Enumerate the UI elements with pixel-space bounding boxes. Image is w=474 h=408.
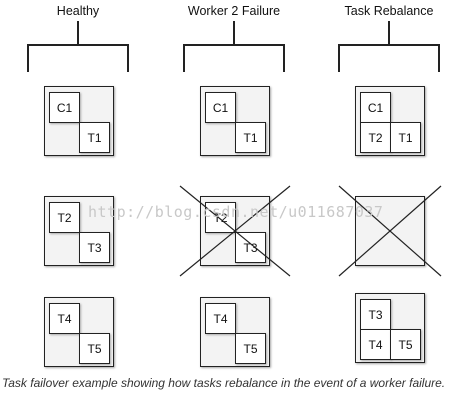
task-box: C1	[205, 92, 236, 123]
task-box: T3	[235, 232, 266, 263]
bracket-task-rebalance	[338, 21, 440, 72]
worker-healthy-2: T2 T3	[44, 196, 114, 266]
bracket-healthy	[27, 21, 129, 72]
task-box: T1	[235, 122, 266, 153]
task-box: T1	[79, 122, 110, 153]
worker-healthy-1: C1 T1	[44, 86, 114, 156]
task-box: T4	[205, 303, 236, 334]
task-box: T3	[79, 232, 110, 263]
task-box: T1	[390, 122, 421, 153]
task-box: C1	[49, 92, 80, 123]
worker-rebalance-3: T3 T4 T5	[355, 293, 425, 363]
task-box: T3	[360, 299, 391, 330]
worker-failure-3: T4 T5	[200, 297, 270, 367]
worker-rebalance-1: C1 T2 T1	[355, 86, 425, 156]
failure-cross-line	[338, 185, 442, 277]
task-box: T5	[79, 333, 110, 364]
task-box: T2	[360, 122, 391, 153]
task-box: T4	[49, 303, 80, 334]
watermark-text: http://blog.csdn.net/u011687037	[88, 203, 384, 221]
task-box: T5	[390, 329, 421, 360]
bracket-worker-2-failure	[183, 21, 285, 72]
failure-cross-line	[179, 185, 291, 277]
task-box: T2	[49, 202, 80, 233]
column-title-task-rebalance: Task Rebalance	[344, 4, 434, 18]
column-title-worker-2-failure: Worker 2 Failure	[187, 4, 281, 18]
worker-failure-1: C1 T1	[200, 86, 270, 156]
worker-healthy-3: T4 T5	[44, 297, 114, 367]
task-box: T5	[235, 333, 266, 364]
figure-caption: Task failover example showing how tasks …	[2, 376, 446, 390]
column-title-healthy: Healthy	[56, 4, 100, 18]
